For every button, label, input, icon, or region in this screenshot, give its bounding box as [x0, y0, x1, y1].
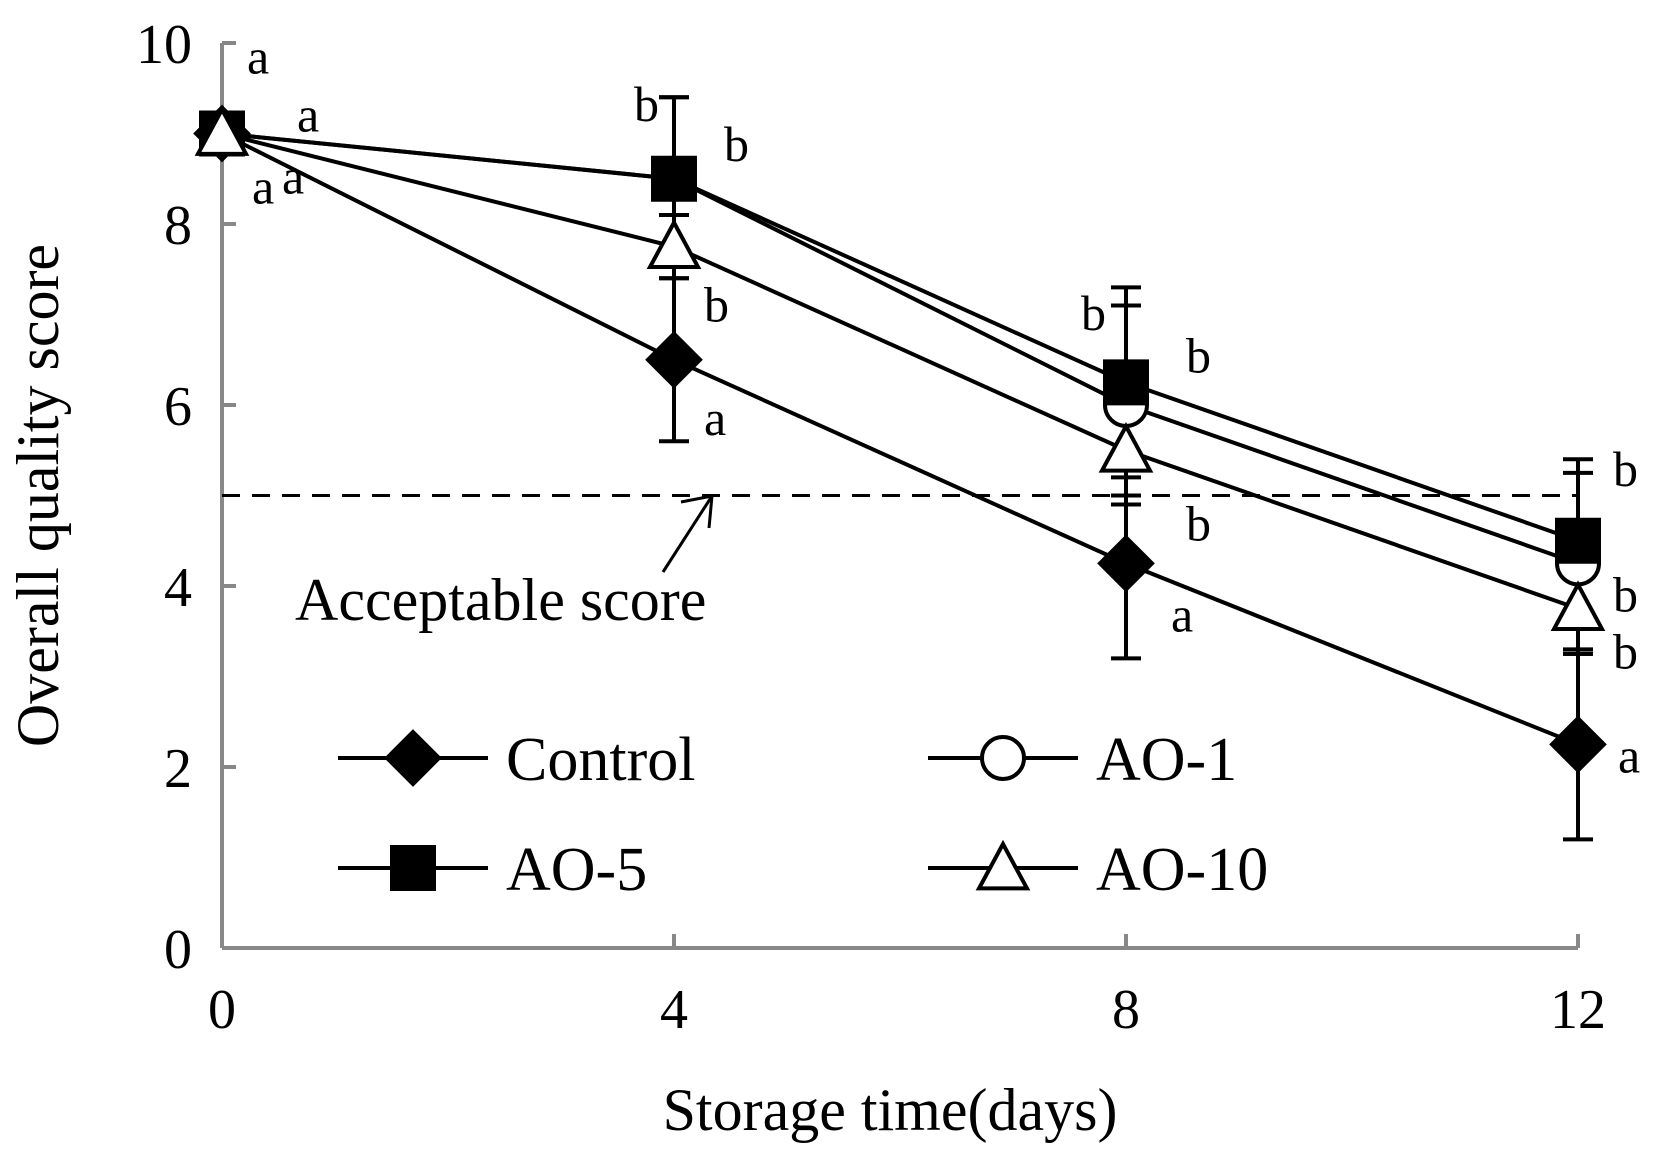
significance-letter: a — [282, 149, 304, 205]
x-tick-label: 12 — [1550, 979, 1606, 1041]
marker-control — [645, 330, 703, 389]
significance-letter: b — [1613, 624, 1638, 680]
marker-ao-5 — [1555, 517, 1601, 564]
legend-marker-ao-10 — [975, 839, 1031, 891]
marker-ao-5 — [651, 155, 697, 202]
legend-label: AO-10 — [1096, 836, 1268, 904]
marker-ao-10 — [1550, 580, 1606, 632]
significance-letter: a — [704, 390, 726, 446]
marker-control — [1549, 715, 1607, 774]
significance-letter: a — [247, 29, 269, 85]
significance-letter: b — [1613, 441, 1638, 497]
significance-letter: b — [724, 116, 749, 172]
series-line-ao-5 — [221, 131, 1579, 543]
legend-marker-ao-1 — [980, 735, 1026, 781]
legend-label: AO-1 — [1096, 726, 1237, 794]
acceptable-score-label: Acceptable score — [295, 567, 706, 633]
significance-letter: a — [252, 159, 274, 215]
significance-letter: a — [1618, 727, 1640, 783]
significance-letter: a — [1171, 586, 1193, 642]
y-tick-label: 4 — [164, 557, 192, 619]
legend: Control AO-1AO-5 AO-10 — [338, 726, 1268, 904]
marker-ao-10 — [194, 105, 250, 156]
legend-marker-ao-5 — [390, 845, 436, 891]
y-tick-label: 10 — [136, 14, 192, 76]
legend-label: AO-5 — [506, 836, 647, 904]
significance-letter: b — [1613, 566, 1638, 622]
y-tick-label: 0 — [164, 919, 192, 981]
series-lines — [221, 131, 1579, 747]
annotation-arrow-head — [680, 494, 714, 529]
marker-ao-5 — [1103, 359, 1149, 406]
series-line-control — [221, 131, 1579, 747]
x-tick-label: 0 — [208, 979, 236, 1041]
legend-label: Control — [506, 726, 695, 794]
x-tick-label: 8 — [1112, 979, 1140, 1041]
marker-control — [1097, 534, 1155, 593]
y-tick-label: 6 — [164, 376, 192, 438]
x-axis-label: Storage time(days) — [663, 1077, 1118, 1143]
significance-letter: b — [1186, 495, 1211, 551]
y-tick-label: 8 — [164, 195, 192, 257]
significance-letter: b — [1186, 327, 1211, 383]
significance-letter: b — [634, 76, 659, 132]
reference-line-group: Acceptable score — [222, 494, 1578, 633]
series-markers — [193, 104, 1607, 774]
marker-ao-10 — [1098, 422, 1154, 473]
series-line-ao-10 — [221, 131, 1579, 611]
y-axis-label: Overall quality score — [5, 244, 71, 747]
marker-ao-10 — [646, 218, 702, 270]
significance-letter: b — [1081, 285, 1106, 341]
x-tick-label: 4 — [660, 979, 688, 1041]
y-tick-label: 2 — [164, 738, 192, 800]
legend-marker-control — [384, 729, 442, 787]
significance-letter: a — [297, 87, 319, 143]
annotation-arrow-shaft — [661, 495, 714, 573]
significance-letter: b — [704, 277, 729, 333]
